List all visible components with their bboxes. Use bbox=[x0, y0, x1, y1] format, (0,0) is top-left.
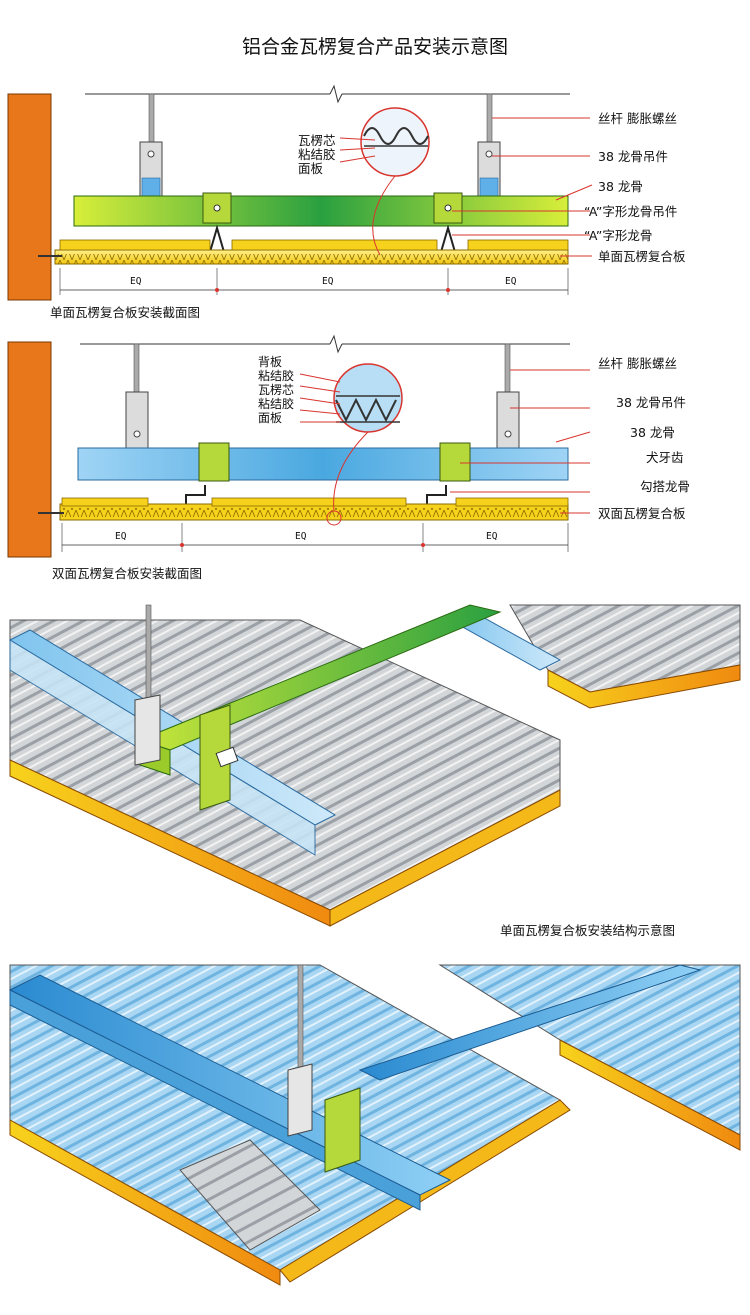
callout-core: 瓦楞芯 bbox=[298, 133, 336, 148]
double-section-drawing bbox=[7, 334, 591, 558]
hook-keel-left bbox=[185, 485, 206, 510]
section-single-cross-section: 瓦楞芯 粘结胶 面板 丝杆 膨胀螺丝 38 龙骨吊件 38 龙骨 “A”字形龙骨… bbox=[0, 80, 750, 320]
callout-adhesive: 粘结胶 bbox=[258, 397, 295, 411]
threaded-rod-right bbox=[486, 93, 493, 145]
wall bbox=[7, 341, 52, 558]
label-keel38: 38 龙骨 bbox=[630, 425, 675, 440]
eq-label: EQ bbox=[486, 531, 498, 542]
tooth-clip bbox=[324, 1087, 361, 1173]
label-rod: 丝杆 膨胀螺丝 bbox=[598, 356, 677, 371]
single-section-drawing bbox=[7, 84, 593, 301]
corrugated-panel-main bbox=[9, 619, 561, 911]
single-panel-row bbox=[54, 239, 569, 265]
eq-label: EQ bbox=[322, 276, 334, 287]
section-single-isometric: 单面瓦楞复合板安装结构示意图 bbox=[0, 600, 750, 945]
threaded-rod-left bbox=[133, 343, 140, 395]
label-hanger38: 38 龙骨吊件 bbox=[616, 395, 686, 410]
hook-keel-right bbox=[426, 485, 447, 510]
callout-face: 面板 bbox=[258, 411, 283, 425]
label-a-keel: “A”字形龙骨 bbox=[584, 228, 653, 243]
label-hanger38: 38 龙骨吊件 bbox=[598, 149, 668, 164]
section3-caption: 单面瓦楞复合板安装结构示意图 bbox=[500, 923, 676, 938]
label-panel: 双面瓦楞复合板 bbox=[598, 506, 686, 521]
keel-38-blue bbox=[77, 447, 569, 481]
eq-label: EQ bbox=[115, 531, 127, 542]
label-rod: 丝杆 膨胀螺丝 bbox=[598, 111, 677, 126]
detail-zoom-circle bbox=[360, 107, 430, 177]
leader-lines bbox=[299, 369, 591, 514]
hook-keel bbox=[358, 964, 702, 1081]
section2-caption: 双面瓦楞复合板安装截面图 bbox=[52, 566, 203, 581]
section-double-cross-section: 背板 粘结胶 瓦楞芯 粘结胶 面板 丝杆 膨胀螺丝 38 龙骨吊件 38 龙骨 … bbox=[0, 330, 750, 585]
threaded-rod bbox=[145, 604, 152, 706]
callout-back: 背板 bbox=[258, 355, 283, 369]
a-keel-left bbox=[209, 224, 225, 253]
section1-caption: 单面瓦楞复合板安装截面图 bbox=[50, 305, 201, 320]
eq-label: EQ bbox=[295, 531, 307, 542]
tooth-clip-right bbox=[439, 442, 471, 482]
single-isometric-drawing bbox=[8, 604, 741, 927]
double-panel-row bbox=[59, 497, 569, 521]
threaded-rod-left bbox=[148, 93, 155, 145]
tooth-clip-left bbox=[198, 442, 230, 482]
leader-lines bbox=[339, 117, 593, 257]
callout-face: 面板 bbox=[298, 161, 324, 176]
threaded-rod bbox=[297, 964, 304, 1076]
eq-label: EQ bbox=[505, 276, 517, 287]
a-keel-right bbox=[440, 224, 456, 253]
callout-core: 瓦楞芯 bbox=[258, 383, 295, 397]
exposed-core bbox=[179, 1139, 321, 1251]
label-tooth: 犬牙齿 bbox=[646, 450, 684, 465]
threaded-rod-right bbox=[504, 343, 511, 395]
double-isometric-drawing bbox=[8, 964, 741, 1286]
hanger bbox=[134, 694, 161, 766]
label-panel: 单面瓦楞复合板 bbox=[598, 249, 686, 264]
label-keel38: 38 龙骨 bbox=[598, 179, 643, 194]
callout-adhesive: 粘结胶 bbox=[258, 369, 295, 383]
panel-edge-orange bbox=[9, 1119, 281, 1286]
label-a-hanger: “A”字形龙骨吊件 bbox=[584, 204, 678, 219]
hanger bbox=[287, 1063, 313, 1137]
callout-adhesive: 粘结胶 bbox=[298, 147, 336, 162]
section-double-isometric bbox=[0, 960, 750, 1290]
label-hook: 勾搭龙骨 bbox=[640, 479, 691, 494]
a-hanger bbox=[199, 704, 231, 811]
eq-label: EQ bbox=[130, 276, 142, 287]
wall bbox=[7, 93, 52, 301]
page-title: 铝合金瓦楞复合产品安装示意图 bbox=[241, 36, 508, 58]
